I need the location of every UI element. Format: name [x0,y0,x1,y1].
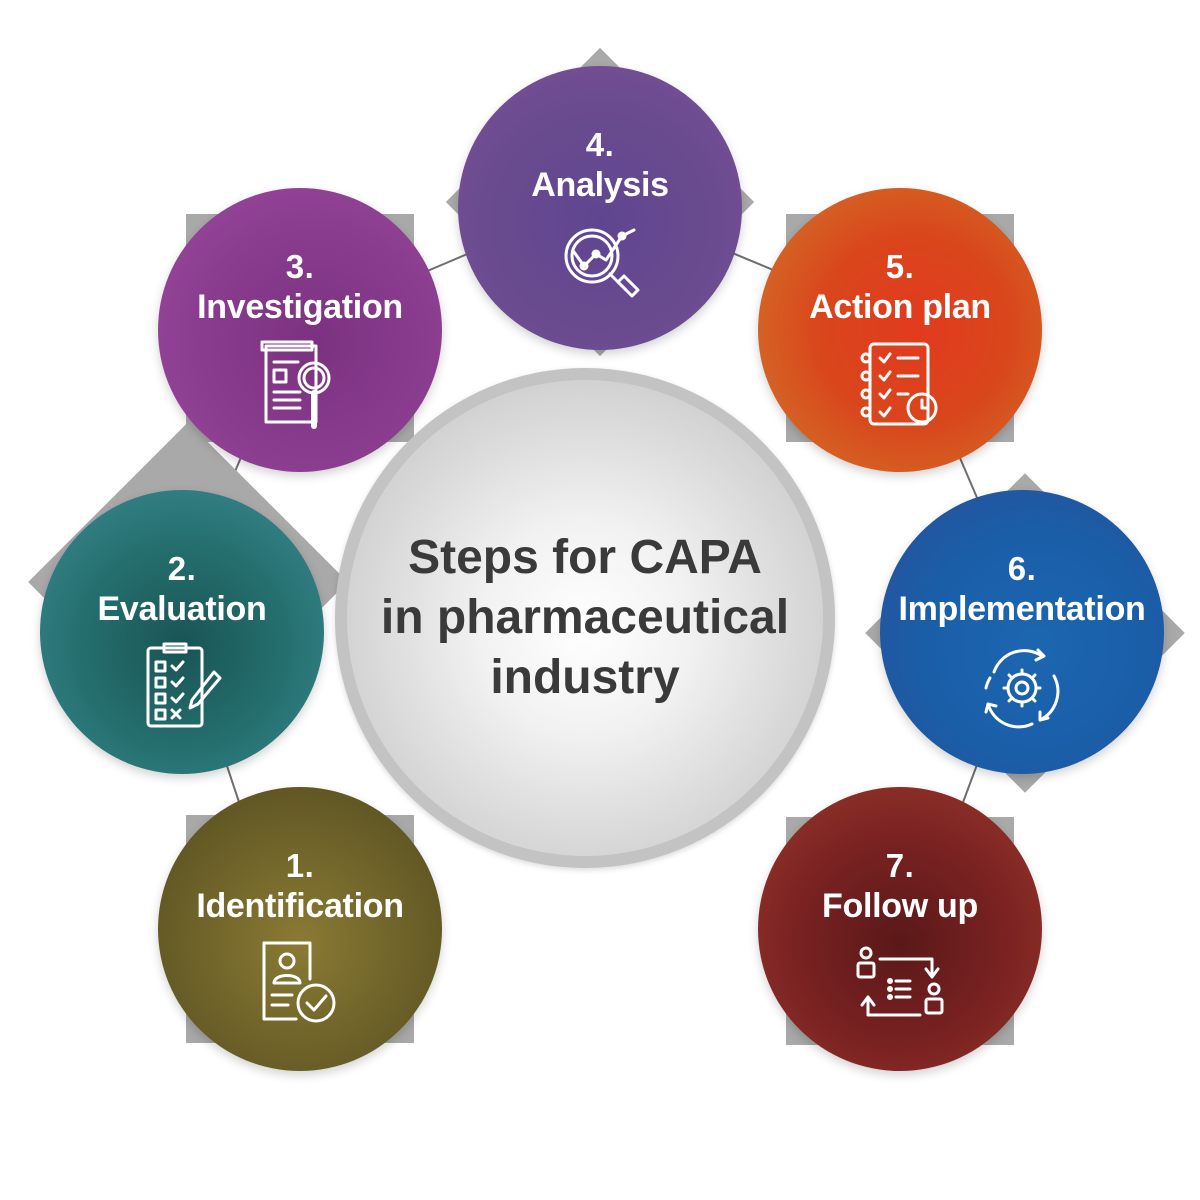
step-6-implementation: 6. Implementation [880,490,1164,774]
step-2-evaluation: 2. Evaluation [40,490,324,774]
identification-icon [252,939,348,1029]
center-title: Steps for CAPA in pharmaceutical industr… [381,528,789,708]
center-disk: Steps for CAPA in pharmaceutical industr… [347,380,823,856]
checklist-clipboard-icon [134,642,230,732]
step-number: 7. [885,847,915,884]
step-label: Evaluation [97,590,267,628]
step-number: 1. [285,847,315,884]
connector-5-6 [959,457,979,501]
center-title-line-1: Steps for CAPA [408,531,762,584]
step-label: Identification [196,887,404,925]
connector-4-5 [729,251,779,273]
action-plan-checklist-icon [852,340,948,430]
step-label: Investigation [197,288,403,326]
gear-cycle-icon [974,642,1070,732]
center-title-line-2: in pharmaceutical [380,591,790,644]
step-number: 4. [585,126,615,163]
step-4-analysis: 4. Analysis [458,66,742,350]
step-label: Implementation [898,590,1146,628]
connector-3-4 [424,251,473,273]
step-label: Analysis [531,166,669,204]
follow-up-exchange-icon [852,939,948,1029]
step-1-identification: 1. Identification [158,787,442,1071]
connector-6-7 [961,761,979,806]
step-number: 2. [167,550,197,587]
analysis-magnifier-icon [552,218,648,308]
step-7-follow-up: 7. Follow up [758,787,1042,1071]
center-circle: Steps for CAPA in pharmaceutical industr… [335,368,835,868]
step-number: 3. [285,248,315,285]
step-5-action-plan: 5. Action plan [758,188,1042,472]
document-magnifier-icon [252,340,348,430]
connector-1-2 [224,759,241,806]
step-label: Follow up [822,887,978,925]
step-number: 5. [885,248,915,285]
step-3-investigation: 3. Investigation [158,188,442,472]
step-number: 6. [1007,550,1037,587]
center-title-line-3: industry [490,651,680,704]
step-label: Action plan [809,288,991,326]
